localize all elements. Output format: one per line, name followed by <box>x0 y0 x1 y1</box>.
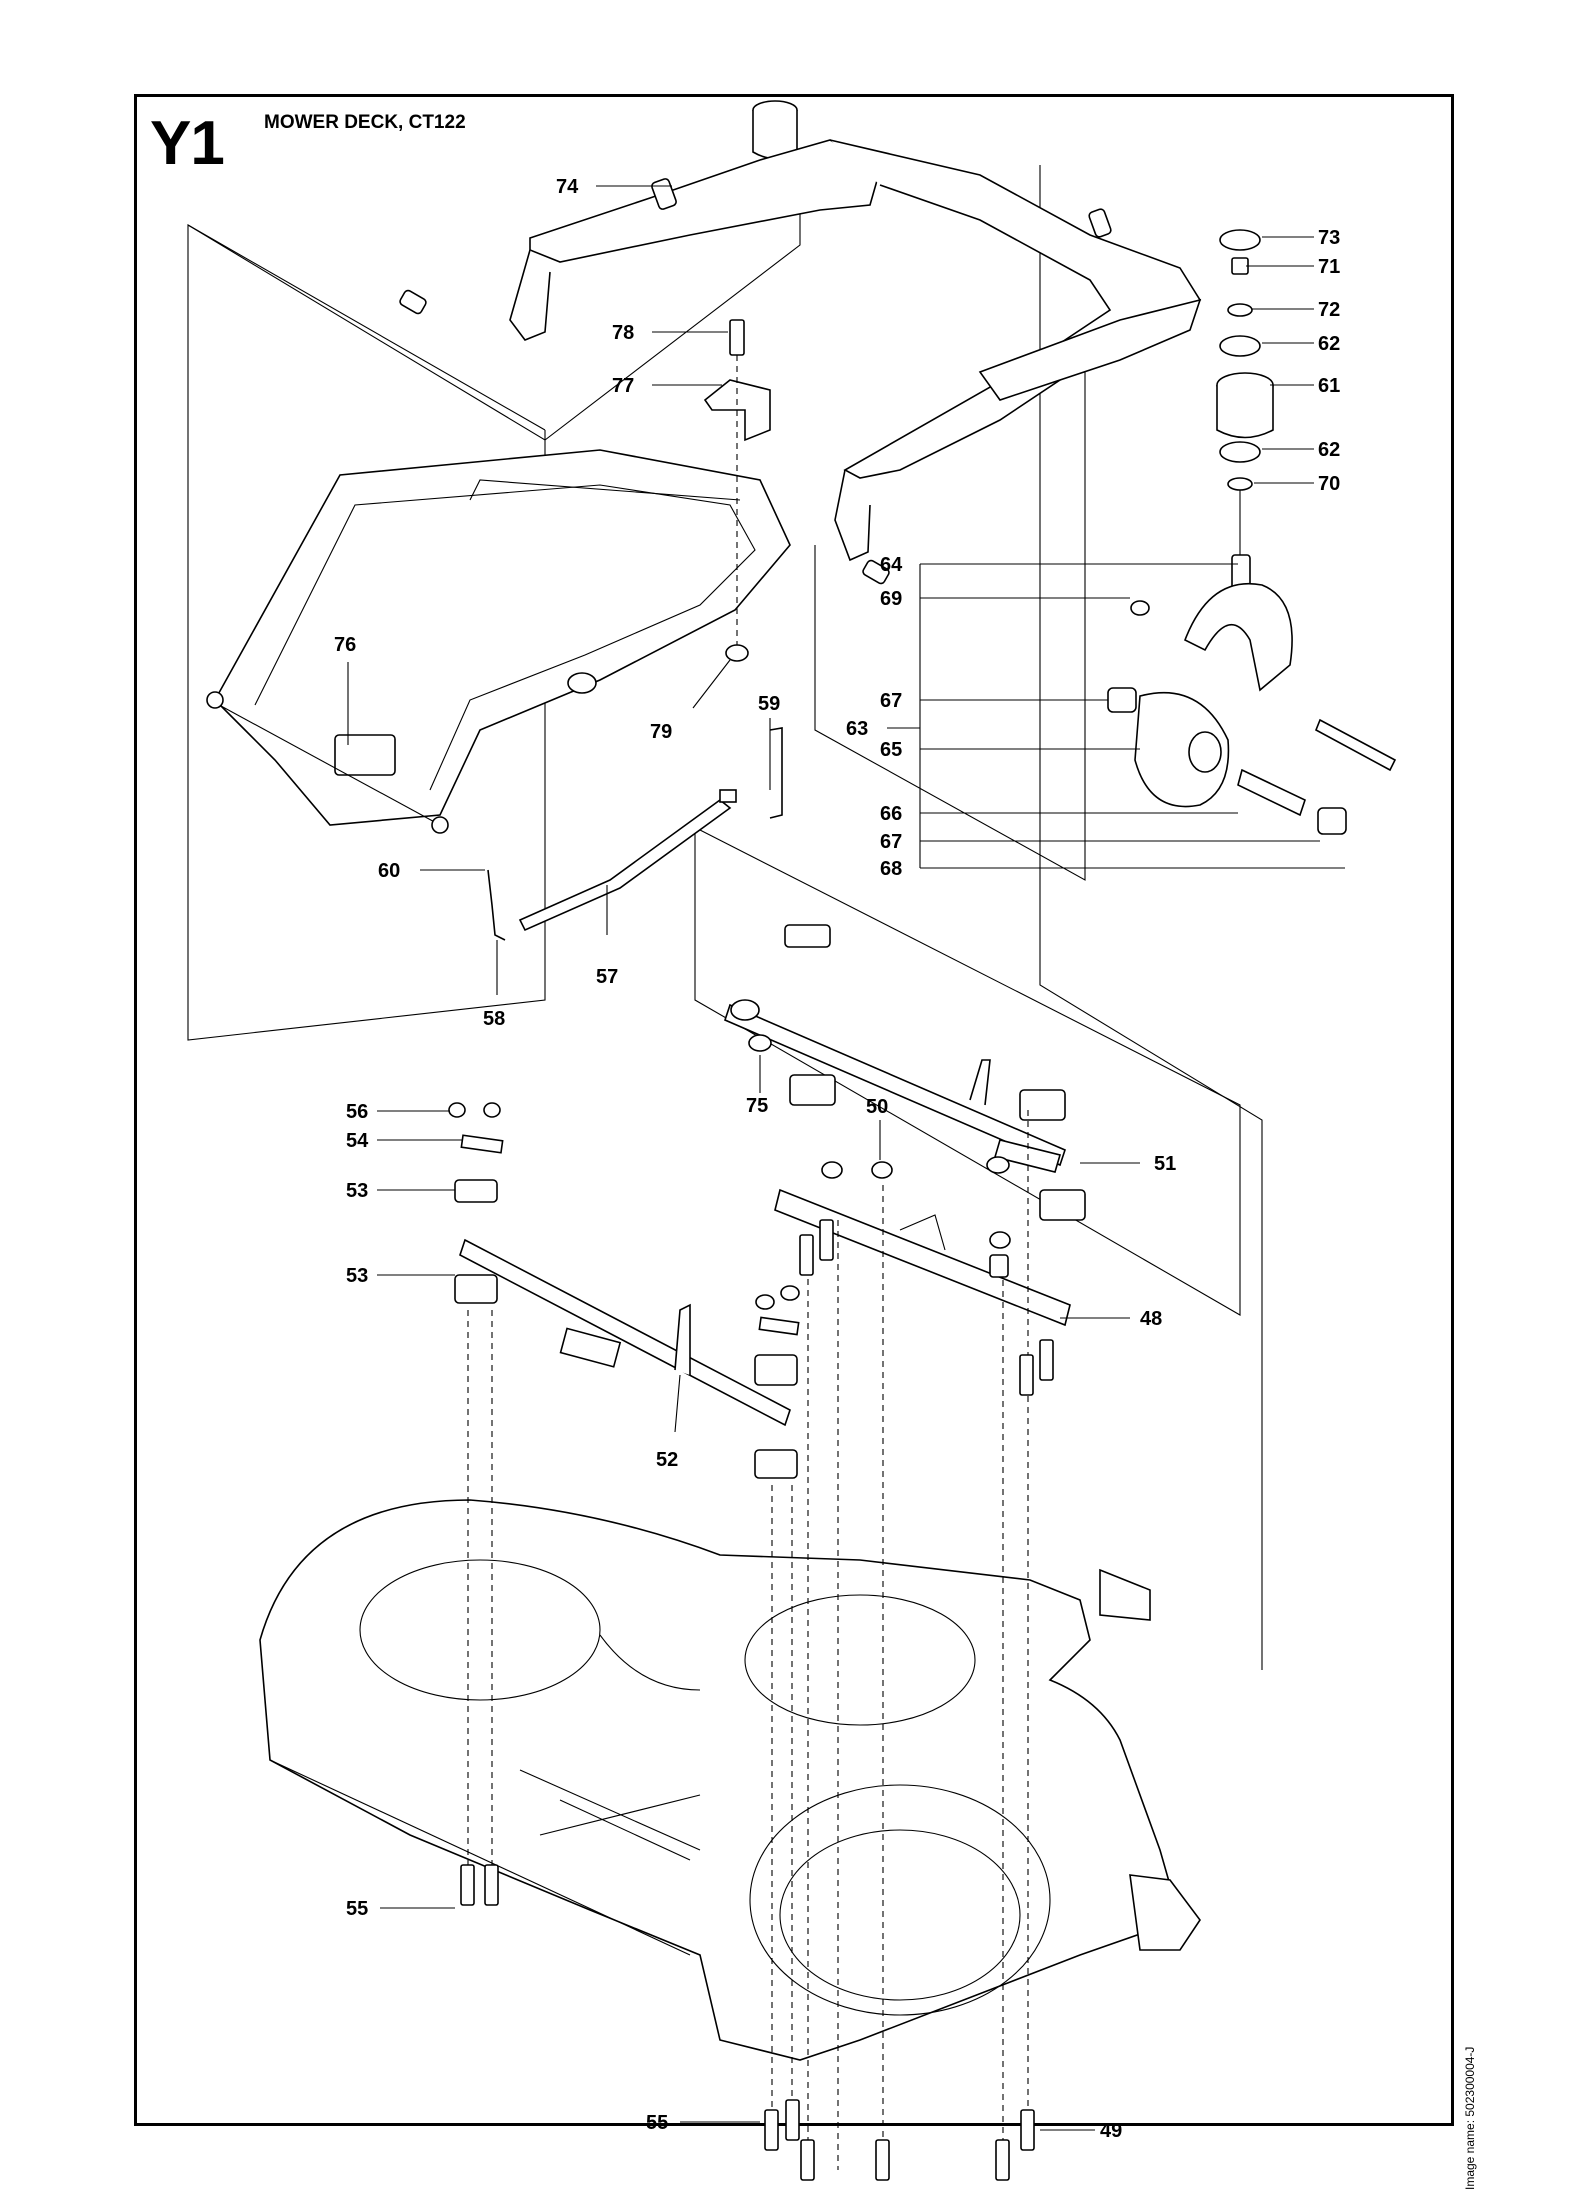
rear-bar <box>774 1161 1071 1327</box>
callout-66: 66 <box>880 803 902 825</box>
bolts <box>460 1219 1054 2181</box>
callout-74: 74 <box>556 176 579 198</box>
callout-59: 59 <box>758 693 780 715</box>
callout-71: 71 <box>1318 256 1340 278</box>
caster-box <box>814 370 1086 881</box>
callout-78: 78 <box>612 322 634 344</box>
lift-arm-assembly <box>399 100 1202 585</box>
callout-70: 70 <box>1318 473 1340 495</box>
callout-61: 61 <box>1318 375 1340 397</box>
group-box-right <box>1039 165 1263 1670</box>
callout-62: 62 <box>1318 333 1340 355</box>
callout-51: 51 <box>1154 1153 1176 1175</box>
callout-75: 75 <box>746 1095 768 1117</box>
callout-57: 57 <box>596 966 618 988</box>
callout-49: 49 <box>1100 2120 1122 2142</box>
group-box-left <box>187 224 546 1041</box>
callout-64: 64 <box>880 554 903 576</box>
callout-50: 50 <box>866 1096 888 1118</box>
callout-67: 67 <box>880 690 902 712</box>
callout-79: 79 <box>650 721 672 743</box>
front-cross-shaft <box>448 1102 800 1479</box>
callout-62-lower: 62 <box>1318 439 1340 461</box>
callout-60: 60 <box>378 860 400 882</box>
callout-56: 56 <box>346 1101 368 1123</box>
mower-deck-housing <box>259 1499 1201 2061</box>
caster-wheel-assembly <box>1107 229 1397 835</box>
group-box-center <box>694 829 1241 1316</box>
callout-54: 54 <box>346 1130 369 1152</box>
callout-53-lower: 53 <box>346 1265 368 1287</box>
callout-53: 53 <box>346 1180 368 1202</box>
hardware-axes <box>467 1110 1029 2170</box>
callout-77: 77 <box>612 375 634 397</box>
callout-67-lower: 67 <box>880 831 902 853</box>
callout-63: 63 <box>846 718 868 740</box>
page-title: MOWER DECK, CT122 <box>264 112 466 133</box>
callout-72: 72 <box>1318 299 1340 321</box>
rear-cross-shaft <box>724 924 1086 1221</box>
callout-labels: 74 73 71 72 62 61 62 70 78 77 76 79 59 6… <box>334 176 1340 2142</box>
adjustment-link <box>487 727 783 941</box>
callout-58: 58 <box>483 1008 505 1030</box>
section-code: Y1 <box>150 109 225 178</box>
callout-55-lower: 55 <box>646 2112 668 2134</box>
callout-76: 76 <box>334 634 356 656</box>
callout-73: 73 <box>1318 227 1340 249</box>
front-pivot-frame <box>206 449 791 834</box>
callout-65: 65 <box>880 739 902 761</box>
callout-68: 68 <box>880 858 902 880</box>
callout-48: 48 <box>1140 1308 1162 1330</box>
bracket-hardware <box>703 319 771 662</box>
callout-52: 52 <box>656 1449 678 1471</box>
callout-55: 55 <box>346 1898 368 1920</box>
callout-69: 69 <box>880 588 902 610</box>
leader-lines <box>347 185 1345 2131</box>
